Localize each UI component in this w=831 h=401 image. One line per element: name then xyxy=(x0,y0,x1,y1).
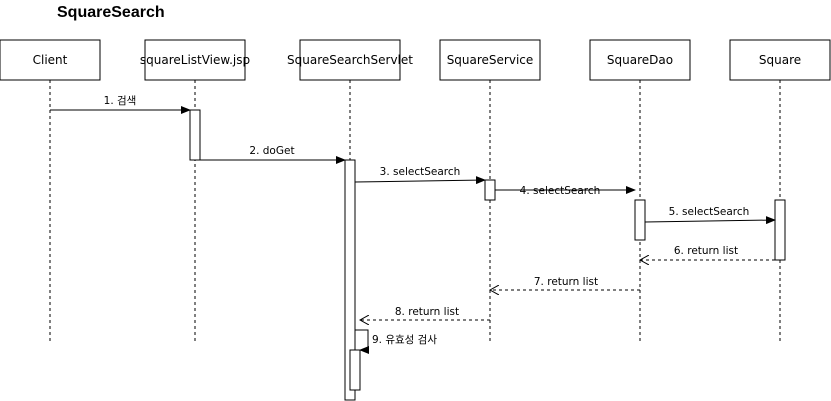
message-label: 5. selectSearch xyxy=(669,206,750,218)
diagram-title: SquareSearch xyxy=(57,4,165,21)
participant-box xyxy=(589,39,691,81)
message-5: 5. selectSearch xyxy=(644,206,776,225)
participant-box xyxy=(0,39,101,81)
activation-dao xyxy=(634,199,646,241)
participant-box xyxy=(439,39,541,81)
message-8: 8. return list xyxy=(360,306,490,320)
participant-label: SquareDao xyxy=(607,53,673,67)
activation-service xyxy=(484,179,496,201)
participant-label: Square xyxy=(759,53,801,67)
message-7: 7. return list xyxy=(490,276,640,290)
message-label: 4. selectSearch xyxy=(520,185,601,197)
message-4: 4. selectSearch xyxy=(495,185,636,197)
message-1: 1. 검색 xyxy=(50,95,191,114)
message-9: 9. 유효성 검사 xyxy=(355,329,437,354)
participant-square: Square xyxy=(729,39,831,81)
message-label: 3. selectSearch xyxy=(380,166,461,178)
participant-label: squareListView.jsp xyxy=(140,53,250,67)
participant-label: SquareSearchServlet xyxy=(287,53,413,67)
message-label: 1. 검색 xyxy=(104,95,137,107)
message-label: 7. return list xyxy=(534,276,598,288)
message-label: 8. return list xyxy=(395,306,459,318)
message-arrow xyxy=(355,329,369,354)
participant-view: squareListView.jsp xyxy=(140,39,250,81)
message-2: 2. doGet xyxy=(200,145,346,164)
participant-label: SquareService xyxy=(447,53,534,67)
activation-view xyxy=(189,109,201,161)
participant-dao: SquareDao xyxy=(589,39,691,81)
message-label: 2. doGet xyxy=(249,145,294,157)
message-3: 3. selectSearch xyxy=(354,166,486,185)
message-label: 6. return list xyxy=(674,245,738,257)
message-arrow xyxy=(644,216,776,225)
activation-square xyxy=(774,199,786,261)
participant-box xyxy=(144,39,246,81)
participant-client: Client xyxy=(0,39,101,81)
participant-label: Client xyxy=(33,53,68,67)
message-6: 6. return list xyxy=(640,245,775,260)
participant-service: SquareService xyxy=(439,39,541,81)
participant-servlet: SquareSearchServlet xyxy=(287,39,413,81)
message-arrow xyxy=(354,176,486,185)
activation-servlet xyxy=(344,159,356,401)
participant-box xyxy=(729,39,831,81)
activation-servlet-validate xyxy=(349,349,361,391)
message-label: 9. 유효성 검사 xyxy=(372,334,437,346)
